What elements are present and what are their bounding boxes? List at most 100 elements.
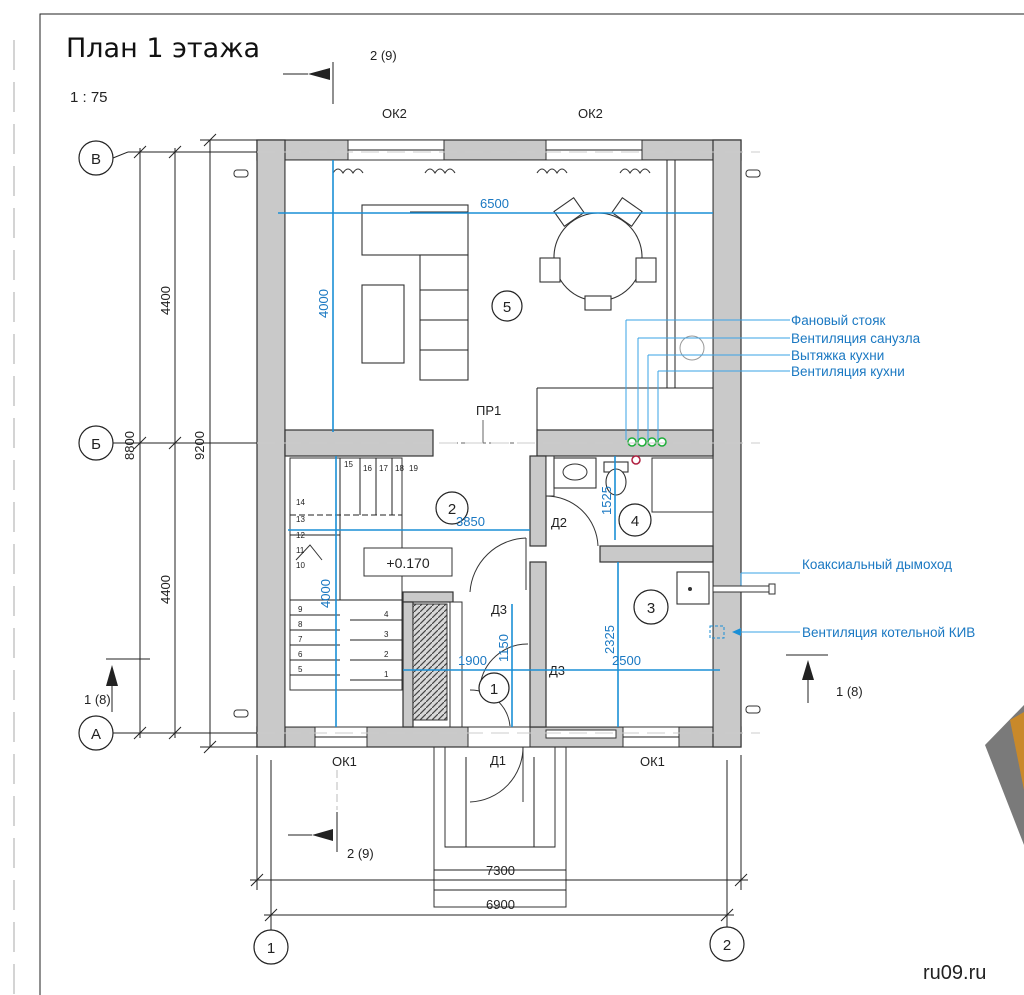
axis-bubble-a: А (78, 715, 114, 751)
stair-step-13: 13 (296, 515, 305, 524)
axis-bubble-1: 1 (253, 929, 289, 965)
bathroom-fixtures (553, 457, 714, 513)
svg-text:Б: Б (91, 436, 101, 453)
stair-step-1: 1 (384, 670, 389, 679)
windows-bottom: ОК1 ОК1 (314, 726, 680, 769)
axis-lines (257, 151, 760, 734)
axis-bubble-b: Б (78, 425, 114, 461)
dim-7300: 7300 (486, 863, 515, 878)
svg-text:2: 2 (723, 937, 731, 954)
stair-step-17: 17 (379, 464, 388, 473)
stair-numbers: 1 2 3 4 5 6 7 8 9 10 11 12 13 14 15 16 1… (296, 460, 418, 679)
axis-bubble-2: 2 (709, 926, 745, 962)
dim-1150: 1150 (496, 634, 511, 662)
window-label-ok2-left: ОК2 (382, 106, 407, 121)
door-label-pr1: ПР1 (476, 403, 501, 418)
section-marker-left: 1 (8) (84, 658, 150, 712)
window-label-ok1-left: ОК1 (332, 754, 357, 769)
radiators (332, 168, 651, 175)
stair-step-7: 7 (298, 635, 303, 644)
svg-text:5: 5 (503, 299, 511, 316)
left-dimension-chains (128, 133, 257, 754)
bottom-dimension-chains (250, 755, 748, 932)
door-label-d3-top: Д3 (491, 602, 507, 617)
callout-bathroom-vent: Вентиляция санузла (791, 331, 921, 346)
stair-step-12: 12 (296, 531, 305, 540)
boiler-dot (688, 587, 692, 591)
dim-4400-top: 4400 (158, 286, 173, 315)
svg-text:1: 1 (490, 681, 498, 698)
room-4: 4 (618, 503, 652, 537)
axis-tick-v (112, 151, 129, 159)
kitchen-area (536, 160, 713, 430)
callout-coax-chimney: Коаксиальный дымоход (802, 557, 952, 572)
dim-4000-top: 4000 (316, 289, 331, 318)
interior-dimensions (278, 160, 720, 727)
room-2: 2 (435, 491, 469, 525)
svg-text:В: В (91, 151, 101, 168)
stair-step-4: 4 (384, 610, 389, 619)
callout-leaders (625, 319, 800, 639)
svg-text:2 (9): 2 (9) (347, 846, 374, 861)
door-label-d2: Д2 (551, 515, 567, 530)
callout-labels: Фановый стояк Вентиляция санузла Вытяжка… (791, 313, 975, 640)
stair-step-14: 14 (296, 498, 305, 507)
stair-step-10: 10 (296, 561, 305, 570)
window-label-ok1-right: ОК1 (640, 754, 665, 769)
dim-4000-bottom: 4000 (318, 579, 333, 608)
dim-2325: 2325 (602, 625, 617, 654)
svg-text:+0.170: +0.170 (386, 555, 429, 571)
stair-step-2: 2 (384, 650, 389, 659)
corner-decoration-accent (1010, 712, 1024, 790)
callout-fan-riser: Фановый стояк (791, 313, 886, 328)
site-watermark: ru09.ru (923, 962, 986, 984)
scale-label: 1 : 75 (70, 89, 108, 106)
stair-step-3: 3 (384, 630, 389, 639)
dim-8800: 8800 (122, 431, 137, 460)
svg-text:4: 4 (631, 513, 639, 530)
svg-text:2: 2 (448, 501, 456, 518)
boiler (676, 571, 710, 605)
window-label-ok2-right: ОК2 (578, 106, 603, 121)
stair-step-11: 11 (296, 546, 305, 555)
stair-step-6: 6 (298, 650, 303, 659)
level-mark: +0.170 (363, 547, 453, 577)
svg-text:1 (8): 1 (8) (84, 692, 111, 707)
door-label-d1: Д1 (490, 753, 506, 768)
entrance-opening (467, 726, 531, 748)
left-dimension-labels: 4400 4400 8800 9200 (122, 286, 207, 604)
stair-step-18: 18 (395, 464, 404, 473)
coffee-table (361, 284, 405, 364)
svg-text:2 (9): 2 (9) (370, 48, 397, 63)
callout-kitchen-vent: Вентиляция кухни (791, 364, 905, 379)
chimney-pipe (712, 583, 776, 595)
dim-2500: 2500 (612, 653, 641, 668)
section-marker-bottom: 2 (9) (288, 770, 374, 861)
stair-step-9: 9 (298, 605, 303, 614)
dim-1525: 1525 (599, 486, 614, 515)
room-5: 5 (491, 290, 523, 322)
page-title: План 1 этажа (66, 33, 260, 64)
stair-step-5: 5 (298, 665, 303, 674)
interior-dimension-labels: 6500 4000 3850 1525 2325 4000 1900 1150 … (316, 196, 641, 668)
dim-4400-bottom: 4400 (158, 575, 173, 604)
dim-3850: 3850 (456, 514, 485, 529)
windows-top: ОК2 ОК2 (347, 106, 643, 161)
room-3: 3 (633, 589, 669, 625)
svg-text:1 (8): 1 (8) (836, 684, 863, 699)
svg-text:3: 3 (647, 600, 655, 617)
svg-text:А: А (91, 726, 101, 743)
room-1: 1 (478, 672, 510, 704)
axis-bubble-v: В (78, 140, 114, 176)
stair-step-16: 16 (363, 464, 372, 473)
svg-text:1: 1 (267, 940, 275, 957)
stair-step-19: 19 (409, 464, 418, 473)
door-swings (469, 495, 599, 803)
wall-anchors (233, 169, 761, 718)
section-marker-top: 2 (9) (283, 48, 397, 104)
porch-steps (433, 746, 567, 908)
dim-1900: 1900 (458, 653, 487, 668)
stair-step-8: 8 (298, 620, 303, 629)
risers (627, 437, 667, 465)
